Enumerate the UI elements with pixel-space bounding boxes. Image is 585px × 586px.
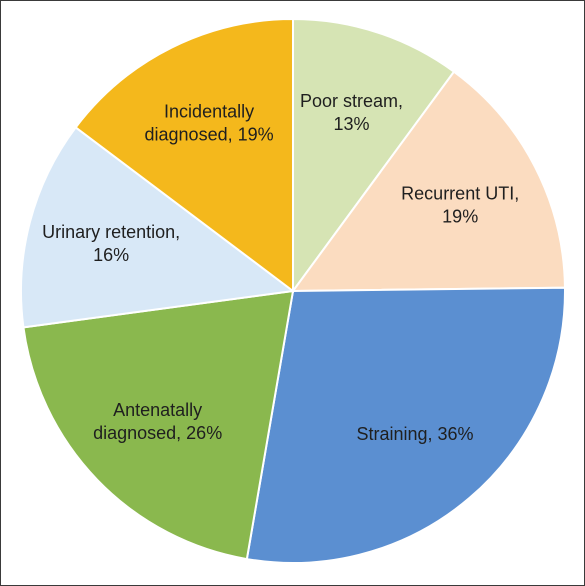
pie-slice-label-5: Incidentally diagnosed, 19% [145,101,274,144]
pie-slice-label-0-line-1: 13% [334,114,370,134]
pie-slice-label-4-line-1: 16% [93,245,129,265]
pie-slice-label-3: Antenatally diagnosed, 26% [93,400,222,443]
pie-slices [20,17,566,564]
pie-slice-1 [291,70,566,293]
pie-slice-label-5-line-1: diagnosed, 19% [145,124,274,144]
pie-slice-label-1-line-0: Recurrent UTI, [401,184,519,204]
pie-slice-4 [20,125,296,329]
pie-labels: Poor stream, 13% Recurrent UTI, 19% Strainin… [42,91,519,444]
pie-slice-2 [245,286,566,564]
pie-slice-label-1: Recurrent UTI, 19% [401,184,519,227]
pie-slice-label-0-line-0: Poor stream, [300,91,403,111]
pie-slice-0 [292,17,456,295]
pie-slice-label-0: Poor stream, 13% [300,91,403,134]
pie-slice-label-2: Straining, 36% [356,424,473,444]
pie-slice-label-4-line-0: Urinary retention, [42,222,180,242]
pie-slice-5 [74,17,294,294]
pie-slice-label-2-line-0: Straining, 36% [356,424,473,444]
pie-slice-3 [22,289,295,561]
pie-slice-label-3-line-0: Antenatally [113,400,202,420]
pie-slice-label-5-line-0: Incidentally [164,101,254,121]
pie-slice-label-3-line-1: diagnosed, 26% [93,423,222,443]
pie-slice-label-1-line-1: 19% [442,207,478,227]
pie-slice-label-4: Urinary retention, 16% [42,222,180,265]
